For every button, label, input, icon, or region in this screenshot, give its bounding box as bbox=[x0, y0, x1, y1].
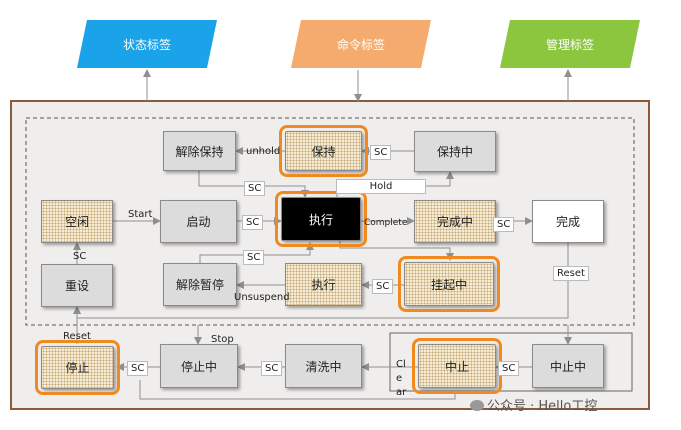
label-sc-aborting: SC bbox=[498, 361, 520, 376]
state-complete: 完成 bbox=[532, 200, 604, 243]
label-sc-resetting: SC bbox=[73, 251, 87, 262]
label-hold: Hold bbox=[336, 179, 426, 194]
admin-tag: 管理标签 bbox=[500, 20, 640, 68]
label-sc-starting: SC bbox=[242, 215, 264, 230]
label-sc-suspending: SC bbox=[372, 279, 394, 294]
label-unhold: unhold bbox=[246, 146, 281, 157]
admin-tag-label: 管理标签 bbox=[545, 37, 594, 52]
inner-dashed-frame bbox=[25, 117, 635, 326]
state-aborted: 中止 bbox=[412, 338, 502, 394]
label-sc-unholding: SC bbox=[244, 181, 266, 196]
label-unsuspend: Unsuspend bbox=[234, 292, 290, 303]
watermark: 公众号 · Hello工控 bbox=[470, 395, 597, 414]
state-held: 保持 bbox=[279, 125, 368, 177]
state-aborting: 中止中 bbox=[532, 344, 604, 388]
state-idle: 空闲 bbox=[41, 200, 113, 243]
label-sc-holding: SC bbox=[370, 145, 392, 160]
command-tag-label: 命令标签 bbox=[336, 37, 385, 52]
label-start: Start bbox=[128, 209, 153, 220]
abort-group-frame bbox=[389, 332, 633, 392]
state-starting: 启动 bbox=[160, 200, 237, 243]
state-suspending: 挂起中 bbox=[398, 256, 500, 312]
label-sc-clearing: SC bbox=[261, 361, 283, 376]
label-complete: Complete bbox=[364, 218, 408, 228]
label-reset-stopped: Reset bbox=[63, 331, 91, 342]
watermark-text: 公众号 · Hello工控 bbox=[487, 399, 598, 414]
status-tag-label: 状态标签 bbox=[122, 37, 171, 52]
command-tag: 命令标签 bbox=[291, 20, 431, 68]
state-resetting: 重设 bbox=[41, 264, 113, 307]
label-clear: Clear bbox=[396, 359, 407, 398]
label-sc-completing: SC bbox=[493, 217, 515, 232]
label-reset-complete: Reset bbox=[553, 266, 589, 281]
state-completing: 完成中 bbox=[414, 200, 496, 243]
label-sc-unsuspending: SC bbox=[243, 250, 265, 265]
wechat-icon bbox=[470, 400, 484, 411]
state-clearing: 清洗中 bbox=[285, 344, 362, 388]
state-unholding: 解除保持 bbox=[163, 131, 236, 171]
status-tag: 状态标签 bbox=[77, 20, 217, 68]
label-stop: Stop bbox=[211, 334, 234, 345]
state-stopping: 停止中 bbox=[160, 344, 238, 388]
state-unsuspending: 解除暂停 bbox=[163, 263, 237, 306]
state-stopped: 停止 bbox=[35, 340, 120, 395]
state-execute: 执行 bbox=[275, 191, 367, 247]
state-holding: 保持中 bbox=[414, 131, 496, 172]
state-suspended: 执行 bbox=[285, 263, 362, 306]
label-sc-stopping: SC bbox=[127, 361, 149, 376]
